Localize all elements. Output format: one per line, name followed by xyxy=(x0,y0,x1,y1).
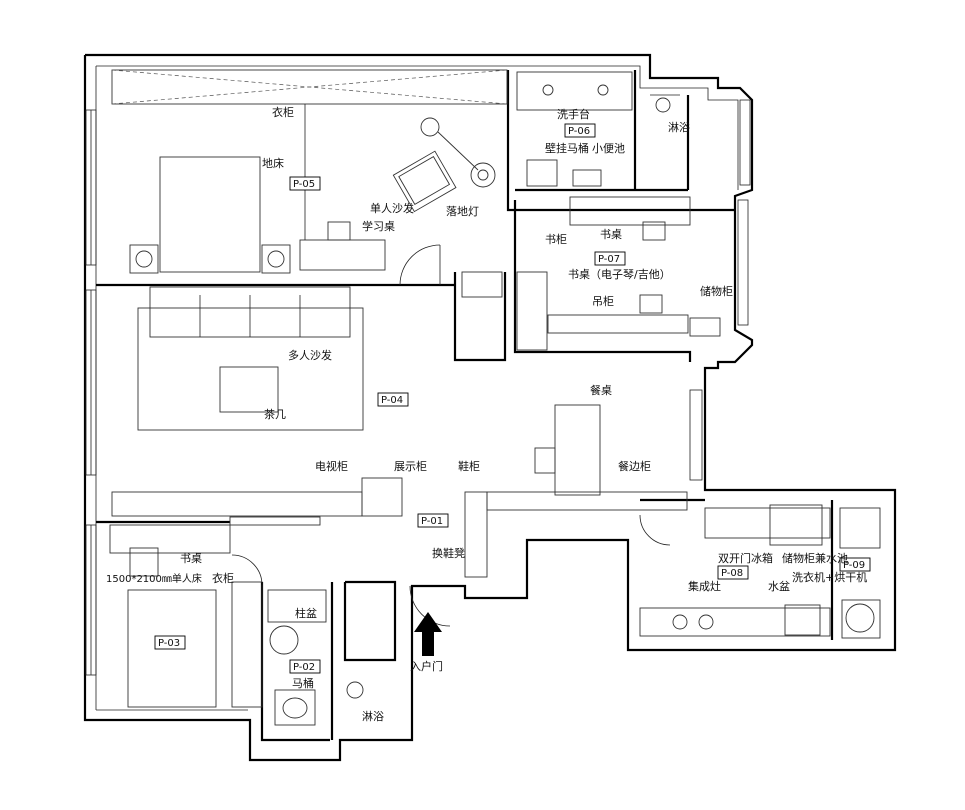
wardrobe-bottom-shape xyxy=(231,581,263,708)
label-fridge: 双开门冰箱 xyxy=(718,551,773,565)
washbasin-shape xyxy=(516,71,633,111)
master-bedroom xyxy=(111,69,508,274)
pedestal-basin-shape xyxy=(269,625,299,655)
floor-bed-shape xyxy=(159,156,261,273)
bathroom-bottom xyxy=(267,589,364,726)
label-wardrobe-bottom: 衣柜 xyxy=(212,571,234,585)
study-room xyxy=(461,196,721,351)
label-shower-bottom: 淋浴 xyxy=(362,710,384,723)
desk-top-shape xyxy=(569,196,691,226)
living-room xyxy=(111,286,688,578)
interior-walls xyxy=(96,70,834,742)
label-desk-top: 书桌 xyxy=(600,228,622,241)
label-shoe-bench: 换鞋凳 xyxy=(432,546,465,560)
single-bed-shape xyxy=(127,589,217,708)
sink-shape xyxy=(784,604,821,636)
tag-p07: P-07 xyxy=(598,254,620,265)
desk-bottom-shape xyxy=(109,524,231,554)
label-storage: 储物柜 xyxy=(700,284,733,298)
label-single-bed: 1500*2100㎜单人床 xyxy=(106,572,202,585)
label-tv-cabinet: 电视柜 xyxy=(315,459,348,473)
label-tea-table: 茶几 xyxy=(264,408,286,421)
label-storage-sink: 储物柜兼水池 xyxy=(782,551,848,565)
label-dining-table: 餐桌 xyxy=(590,383,612,397)
label-wardrobe-top: 衣柜 xyxy=(272,105,294,119)
storage-shape xyxy=(689,317,721,337)
room-labels: 衣柜 地床 单人沙发 落地灯 学习桌 洗手台 壁挂马桶 小便池 淋浴 书柜 书桌… xyxy=(106,105,867,723)
tag-p01: P-01 xyxy=(421,516,443,527)
small-bedroom xyxy=(109,524,263,708)
fridge-shape xyxy=(769,504,823,546)
display-cabinet-shape xyxy=(361,477,403,517)
tag-p08: P-08 xyxy=(721,568,743,579)
toilet-shape xyxy=(274,689,316,726)
label-washer-dryer: 洗衣机+烘干机 xyxy=(792,570,867,584)
shoe-cabinet-shape xyxy=(464,491,488,578)
study-desk-shape xyxy=(299,239,386,271)
label-desk-bottom: 书桌 xyxy=(180,552,202,565)
integrated-stove-shape xyxy=(672,614,688,630)
label-integrated-stove: 集成灶 xyxy=(688,579,721,593)
doors xyxy=(231,244,671,627)
tag-p05: P-05 xyxy=(293,179,315,190)
floor-lamp-shape xyxy=(470,162,496,188)
sideboard-shape xyxy=(486,491,688,511)
tag-p02: P-02 xyxy=(293,662,315,673)
tv-cabinet-shape xyxy=(111,491,363,517)
urinal-shape xyxy=(572,169,602,187)
label-shower-top: 淋浴 xyxy=(668,121,690,134)
desk-piano-shape xyxy=(547,314,689,334)
exterior-walls xyxy=(83,53,897,762)
bathroom-top xyxy=(516,71,680,187)
label-floor-bed: 地床 xyxy=(262,156,284,170)
label-sink: 水盆 xyxy=(768,579,790,593)
label-sideboard: 餐边柜 xyxy=(618,459,651,473)
label-shoe-cabinet: 鞋柜 xyxy=(458,459,480,473)
label-display-cabinet: 展示柜 xyxy=(394,460,427,473)
room-tags: P-05 P-06 P-07 P-04 P-01 P-03 P-02 P-08 … xyxy=(154,123,871,674)
washer-dryer-shape xyxy=(845,603,875,633)
label-wall-toilet: 壁挂马桶 xyxy=(545,141,589,155)
single-sofa-shape xyxy=(392,150,457,213)
kitchen xyxy=(639,504,881,639)
label-hanging-cabinet: 吊柜 xyxy=(592,295,614,308)
wall-toilet-shape xyxy=(526,159,558,187)
label-pedestal-basin: 柱盆 xyxy=(295,606,317,620)
label-entrance: 入户门 xyxy=(410,659,443,673)
label-single-sofa: 单人沙发 xyxy=(370,201,414,215)
label-multi-sofa: 多人沙发 xyxy=(288,348,332,362)
tea-table-shape xyxy=(219,366,279,413)
dining-table-shape xyxy=(554,404,601,496)
label-washbasin: 洗手台 xyxy=(557,107,590,121)
label-toilet: 马桶 xyxy=(292,676,314,690)
bookcase-shape xyxy=(516,271,548,351)
wardrobe-top-unit xyxy=(111,69,508,105)
tag-p09: P-09 xyxy=(843,560,865,571)
tag-p04: P-04 xyxy=(381,395,403,406)
entrance-arrow-icon xyxy=(414,612,442,656)
windows-left xyxy=(85,99,751,676)
label-urinal: 小便池 xyxy=(592,142,625,155)
tag-p03: P-03 xyxy=(158,638,180,649)
label-study-desk: 学习桌 xyxy=(362,219,395,233)
label-bookcase: 书柜 xyxy=(545,233,567,246)
label-desk-piano: 书桌（电子琴/吉他） xyxy=(568,268,671,281)
label-floor-lamp: 落地灯 xyxy=(446,205,479,218)
tag-p06: P-06 xyxy=(568,126,590,137)
